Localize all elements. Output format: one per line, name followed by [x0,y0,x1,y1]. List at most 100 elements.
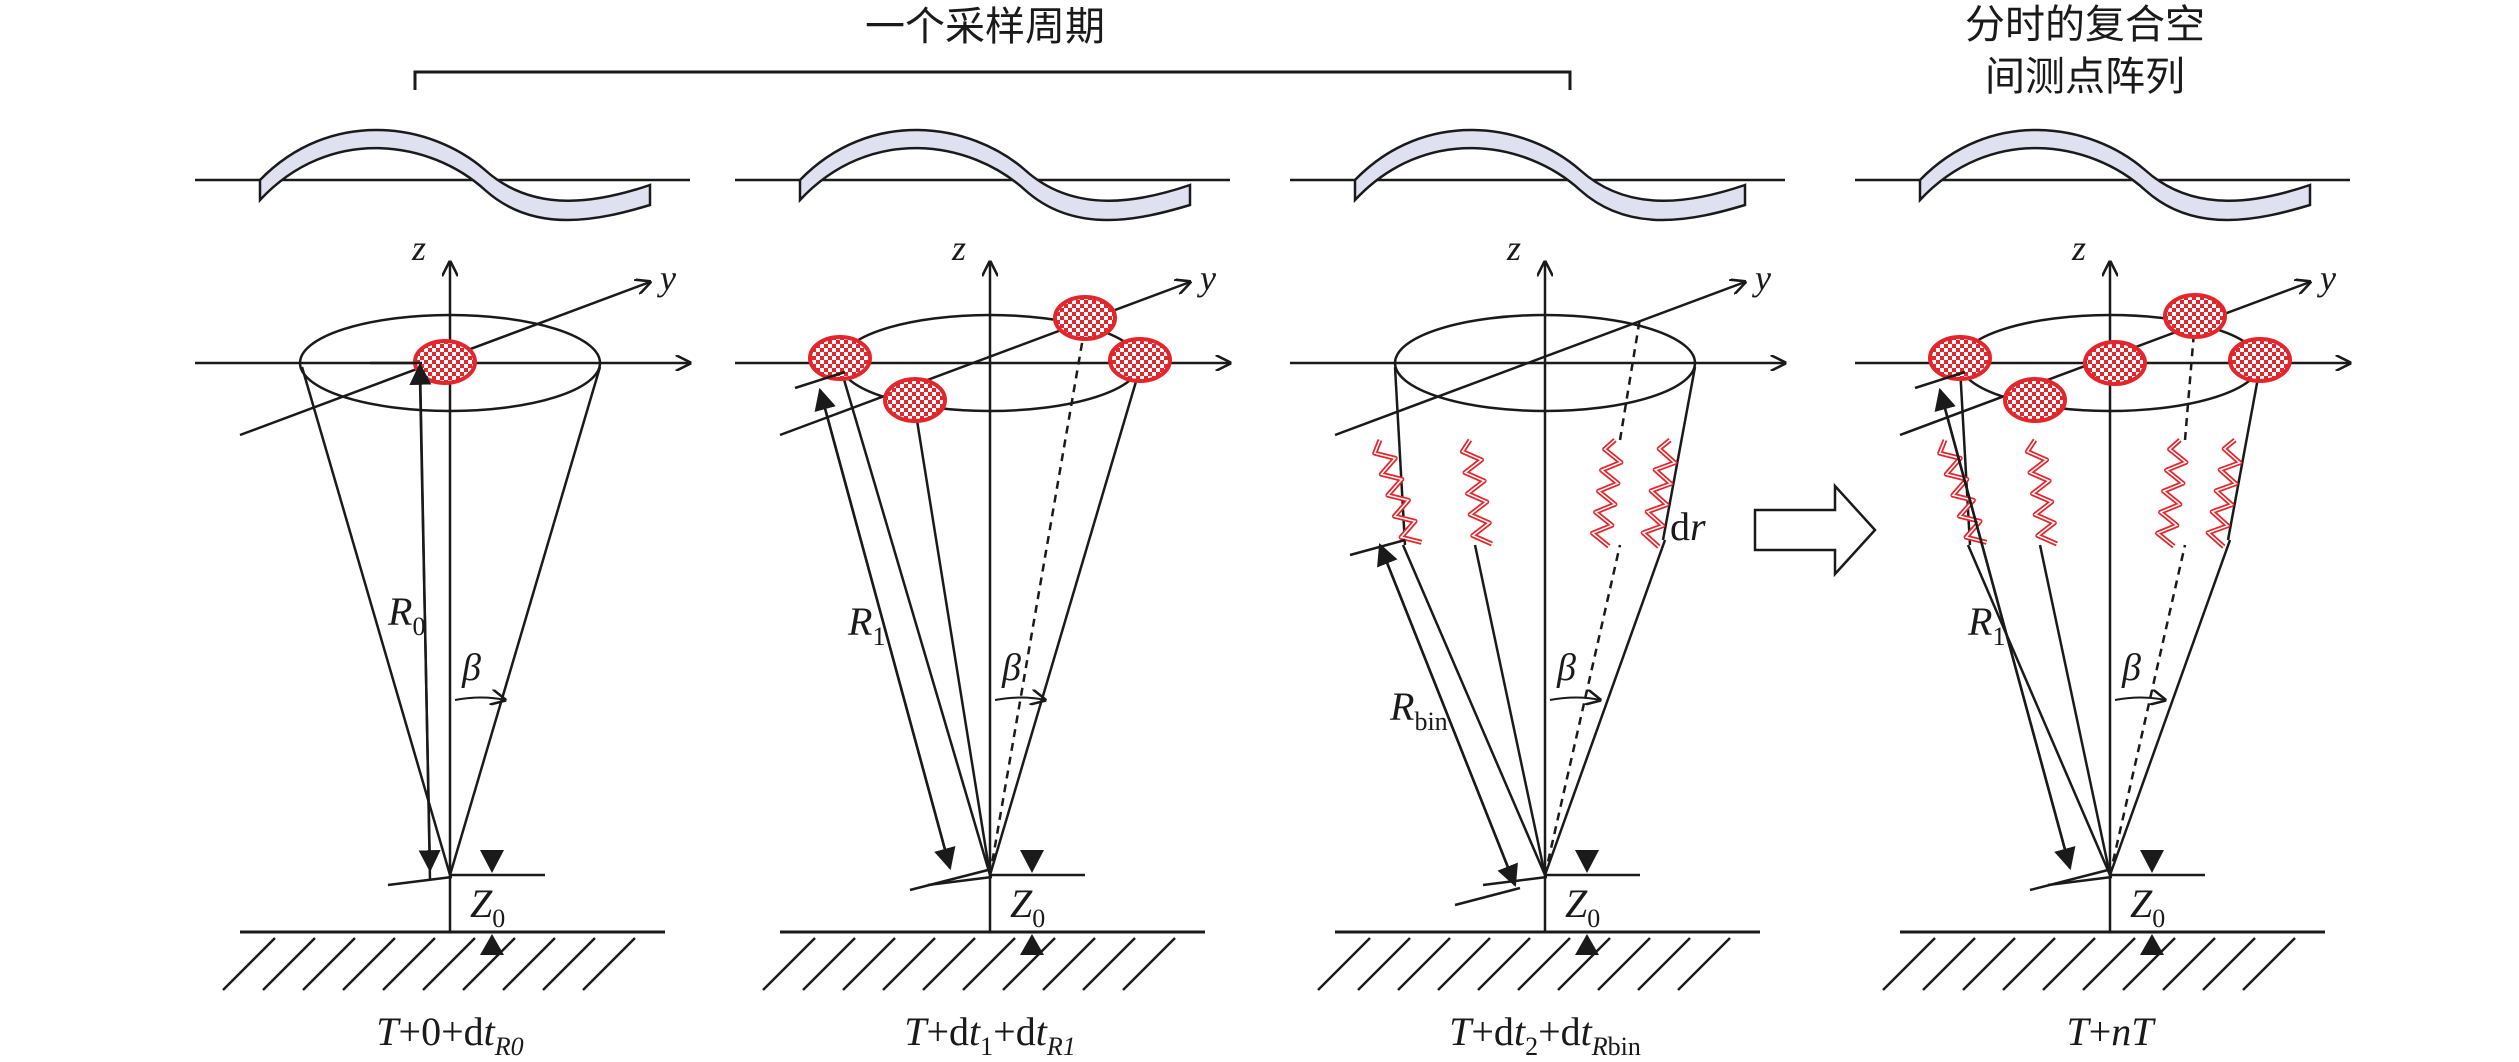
composite-array-label-line2: 间测点阵列 [1985,54,2185,100]
range-bin-zigzag-4-core [2206,439,2242,548]
z0-top-arrow-icon [1575,850,1599,873]
z0-label-sub: 0 [1587,904,1600,933]
range-bin-zigzag-2 [2024,438,2058,547]
seabed-hatch [1637,937,1691,991]
panel-caption: T+0+dtR0 [376,1009,523,1061]
seabed-hatch [1122,937,1176,991]
header: 一个采样周期 分时的复合空 间测点阵列 [413,2,2205,100]
range-label: R1 [1967,599,2005,651]
seabed-hatch [542,937,596,991]
seabed-hatch [2202,937,2256,991]
z0-label: Z0 [470,881,505,933]
panel-caption-part: T [904,1009,929,1054]
range-label: Rbin [1389,684,1448,736]
range-start-tick [1914,370,1966,390]
seabed-hatch [882,937,936,991]
panel-caption-part: R0 [494,1032,524,1061]
range-label-main: R [387,589,412,634]
seabed-hatch [2162,937,2216,991]
panel-caption-part: T [376,1009,401,1054]
panel-caption-part: +d [1538,1009,1581,1054]
range-bin-zigzag-3-core [1591,439,1623,547]
panel-caption-part: R [1591,1032,1608,1061]
range-label: R0 [387,589,425,641]
range-bin-zigzag-3-core [2156,439,2188,547]
z0-label-sub: 0 [1032,904,1045,933]
seabed-hatch [802,937,856,991]
measurement-spot-5 [2228,337,2292,383]
panel-caption-part: R1 [1046,1032,1076,1061]
surface-wave-shape [798,128,1192,222]
apex-tick [2029,868,2109,892]
seabed-hatch [2082,937,2136,991]
range-label-main: R [847,599,872,644]
y-axis-label: y [1752,258,1771,298]
z0-label-main: Z [1010,881,1033,926]
seabed-hatch [922,937,976,991]
composite-array-label-line1: 分时的复合空 [1965,2,2205,48]
seabed-hatch [502,937,556,991]
panel-caption: T+dt2+dtRbin [1449,1009,1641,1061]
seabed-hatch [2242,937,2296,991]
panel-caption-part: nT [2111,1009,2156,1054]
measurement-spot-1 [1928,335,1992,381]
panel-caption-part: T [1449,1009,1474,1054]
panel-caption-part: +0+d [399,1009,484,1054]
z0-bottom-arrow-icon [1020,934,1044,955]
range-bin-zigzag-1-core [1373,439,1422,544]
z-axis-label: z [1506,228,1521,268]
range-bin-zigzag-4-core [1641,439,1677,548]
cone-right-edge [448,366,602,876]
range-arrow-rbin-up [1377,542,1517,886]
cone-right-edge [2226,366,2262,541]
range-bin-zigzag-2-core [2026,439,2058,545]
z-axis-label: z [951,228,966,268]
hollow-right-arrow-icon [1753,482,1877,578]
sampling-period-label: 一个采样周期 [865,4,1105,50]
surface-wave-shape [258,128,652,222]
measurement-spot-3 [2083,340,2147,386]
panel-caption-part: t [969,1009,981,1054]
beam-line-1 [1966,544,2112,876]
range-label-sub: 1 [1992,622,2005,651]
beam-line-3 [2108,544,2187,876]
beam-footprint-ellipse [1393,313,1697,413]
panel-caption-part: + [2089,1009,2112,1054]
beam-line-1 [838,365,992,876]
z0-label-sub: 0 [2152,904,2165,933]
measurement-spot-3 [1053,295,1117,341]
range-label: R1 [847,599,885,651]
z0-top-arrow-icon [1020,850,1044,873]
range-bin-size-d: d [1670,504,1690,549]
beam-footprint-ellipse [298,313,602,413]
panel-caption: T+dt1+dtR1 [904,1009,1076,1061]
beam-line-4 [988,367,1142,876]
beam-angle-label: β [2121,647,2141,689]
y-axis-label: y [2317,258,2336,298]
range-arrow-r0-down [418,379,441,873]
beam-angle-label: β [1001,647,1021,689]
z0-label-sub: 0 [492,904,505,933]
panels-group: zyZ0βR0T+0+dtR0zyZ0βR1T+dt1+dtR1zyZ0βRbi… [195,128,2350,1061]
beam-angle-label: β [461,647,481,689]
apex-tick [1454,886,1521,907]
z-axis-label: z [411,228,426,268]
seabed-hatch [1397,937,1451,991]
seabed-hatch [462,937,516,991]
z0-label: Z0 [1565,881,1600,933]
range-bin-zigzag-2-core [1461,439,1493,545]
beam-angle-arc [994,698,1045,701]
range-start-tick [794,370,846,390]
seabed-hatch [1042,937,1096,991]
measurement-spot-2 [2003,377,2067,423]
seabed-hatch [1437,937,1491,991]
seabed-hatch [1357,937,1411,991]
seabed-hatch [1317,937,1371,991]
z0-top-arrow-icon [2140,850,2164,873]
seabed-hatch [422,937,476,991]
